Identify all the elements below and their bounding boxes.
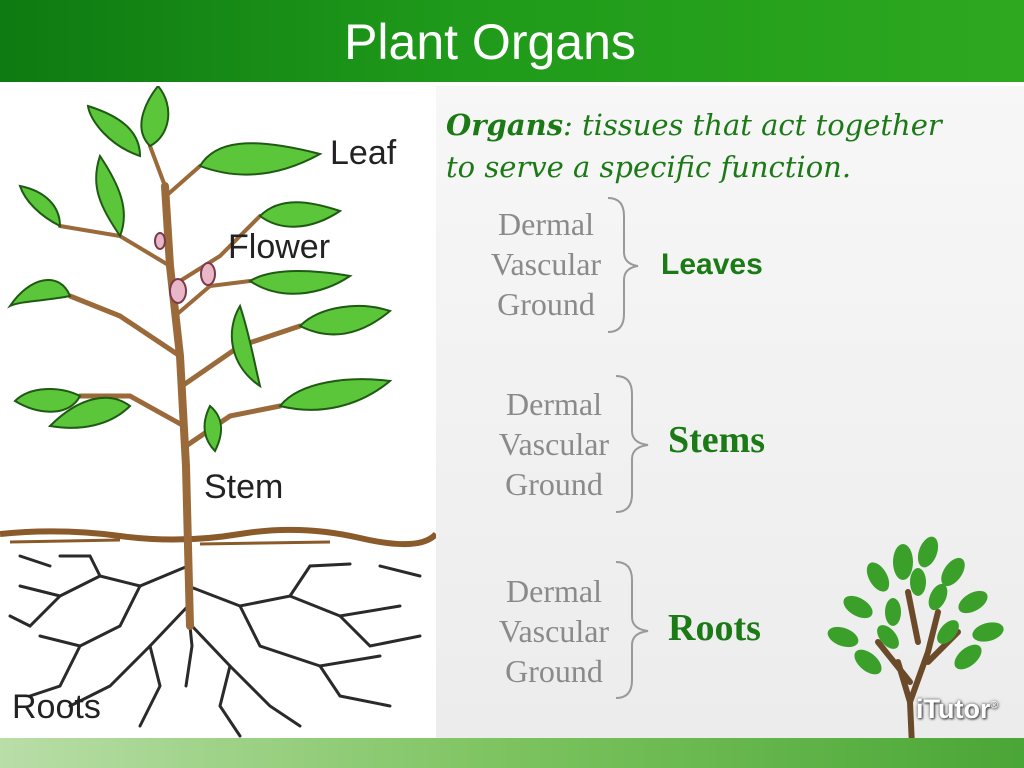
tissue-item: Ground: [505, 466, 603, 502]
tissue-item: Vascular: [498, 426, 610, 462]
tissue-item: Vascular: [490, 246, 602, 282]
bottom-bar: [0, 738, 1024, 768]
tissue-list-leaves: Dermal Vascular Ground: [471, 204, 621, 324]
organ-label-roots: Roots: [668, 607, 761, 649]
plant-label-flower: Flower: [228, 228, 331, 266]
slide-title: Plant Organs: [344, 14, 636, 70]
itutor-logo: iTutor®: [916, 694, 998, 725]
tissue-item: Dermal: [498, 206, 594, 242]
tissue-item: Dermal: [506, 386, 602, 422]
organ-definition: Organs: tissues that act together to ser…: [446, 104, 1021, 188]
plant-label-leaf: Leaf: [330, 134, 397, 172]
definition-line2: to serve a specific function.: [446, 150, 852, 184]
title-bar: Plant Organs: [0, 0, 1024, 82]
right-panel: [436, 86, 1024, 738]
definition-term: Organs: [446, 108, 564, 142]
tissue-item: Ground: [505, 653, 603, 689]
brace-roots: [615, 561, 649, 699]
logo-text: iTutor: [916, 694, 991, 724]
tissue-list-roots: Dermal Vascular Ground: [479, 571, 629, 691]
tree-logo-icon: [827, 536, 1004, 768]
tissue-item: Ground: [497, 286, 595, 322]
organ-label-leaves: Leaves: [661, 248, 763, 281]
tissue-item: Dermal: [506, 573, 602, 609]
tissue-list-stems: Dermal Vascular Ground: [479, 384, 629, 504]
brace-stems: [615, 375, 649, 513]
soil-line: [0, 526, 436, 548]
flower-buds-drawing: [154, 232, 216, 304]
definition-line1: : tissues that act together: [563, 108, 942, 142]
plant-illustration: [0, 86, 436, 738]
tissue-item: Vascular: [498, 613, 610, 649]
plant-label-roots: Roots: [12, 688, 101, 726]
logo-mark: ®: [990, 700, 998, 711]
leaves-drawing: [7, 86, 393, 453]
plant-label-stem: Stem: [204, 468, 284, 506]
organ-label-stems: Stems: [668, 419, 766, 461]
stem-drawing: [58, 144, 303, 630]
brace-leaves: [607, 197, 639, 333]
